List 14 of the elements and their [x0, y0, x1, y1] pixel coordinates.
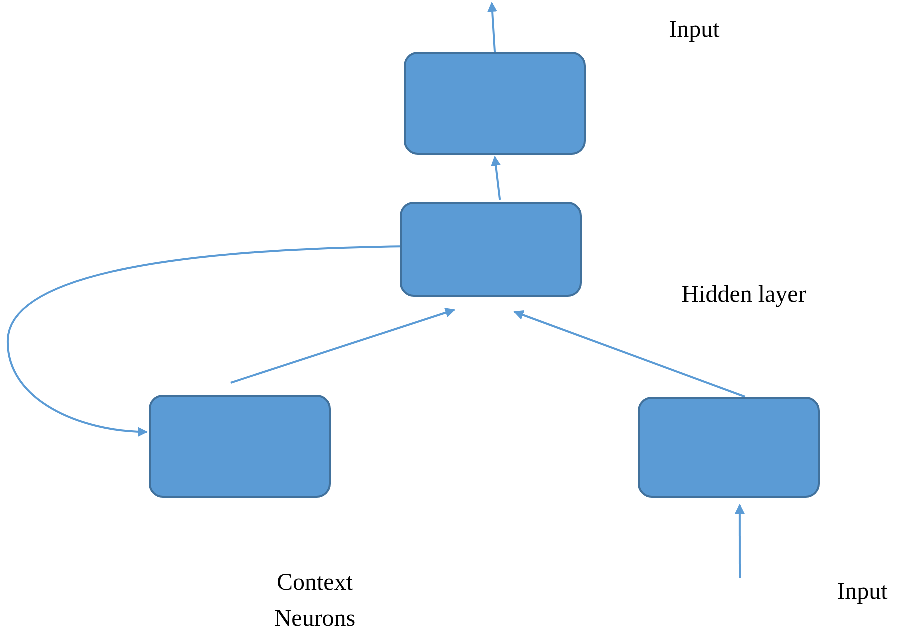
- arrow: [491, 156, 502, 200]
- arrow: [230, 308, 456, 384]
- layer-caption: Input: [668, 16, 721, 45]
- arrow: [734, 504, 745, 578]
- neuron-box: [404, 52, 586, 155]
- layer-caption: Hidden layer: [680, 281, 808, 310]
- layer-caption: Context Neurons: [273, 569, 357, 634]
- neuron-box: [149, 395, 331, 498]
- arrow: [514, 310, 746, 398]
- neuron-box: [638, 397, 820, 498]
- layer-caption: Input: [836, 578, 889, 607]
- arrow: [488, 2, 498, 52]
- neuron-box: [400, 202, 582, 297]
- arrow: [7, 246, 400, 437]
